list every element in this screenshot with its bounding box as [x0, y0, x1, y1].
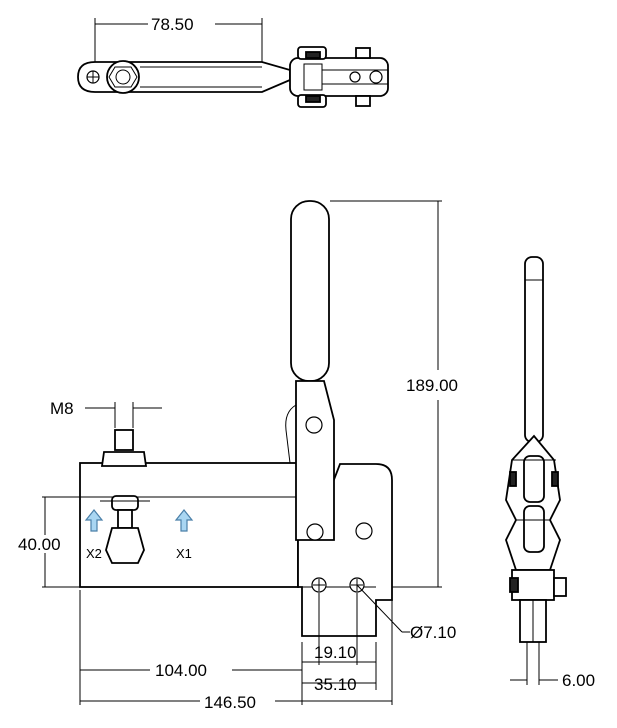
arrow-x1-icon: [174, 509, 194, 532]
dim-base-height: 40.00: [18, 535, 61, 554]
base-body: [79, 462, 299, 588]
dim-top-width: 78.50: [151, 15, 194, 34]
top-view: 78.50: [77, 15, 389, 108]
dim-hole-diameter: Ø7.10: [410, 623, 456, 642]
dim-thread: M8: [50, 399, 74, 418]
side-view: 6.00: [505, 256, 595, 690]
front-view: X2 X1 M8 40.00 189.00 Ø7.10 19.10 10: [18, 200, 458, 712]
dim-length-to-arm: 104.00: [155, 661, 207, 680]
dim-hole-spacing: 19.10: [314, 643, 357, 662]
arrow-x2-icon: [84, 509, 104, 532]
dim-side-thickness: 6.00: [562, 671, 595, 690]
dim-hole-offset: 35.10: [314, 675, 357, 694]
front-handle: [290, 200, 330, 382]
label-x2: X2: [86, 546, 102, 561]
label-x1: X1: [176, 546, 192, 561]
dim-height: 189.00: [406, 376, 458, 395]
dim-total-length: 146.50: [204, 693, 256, 712]
